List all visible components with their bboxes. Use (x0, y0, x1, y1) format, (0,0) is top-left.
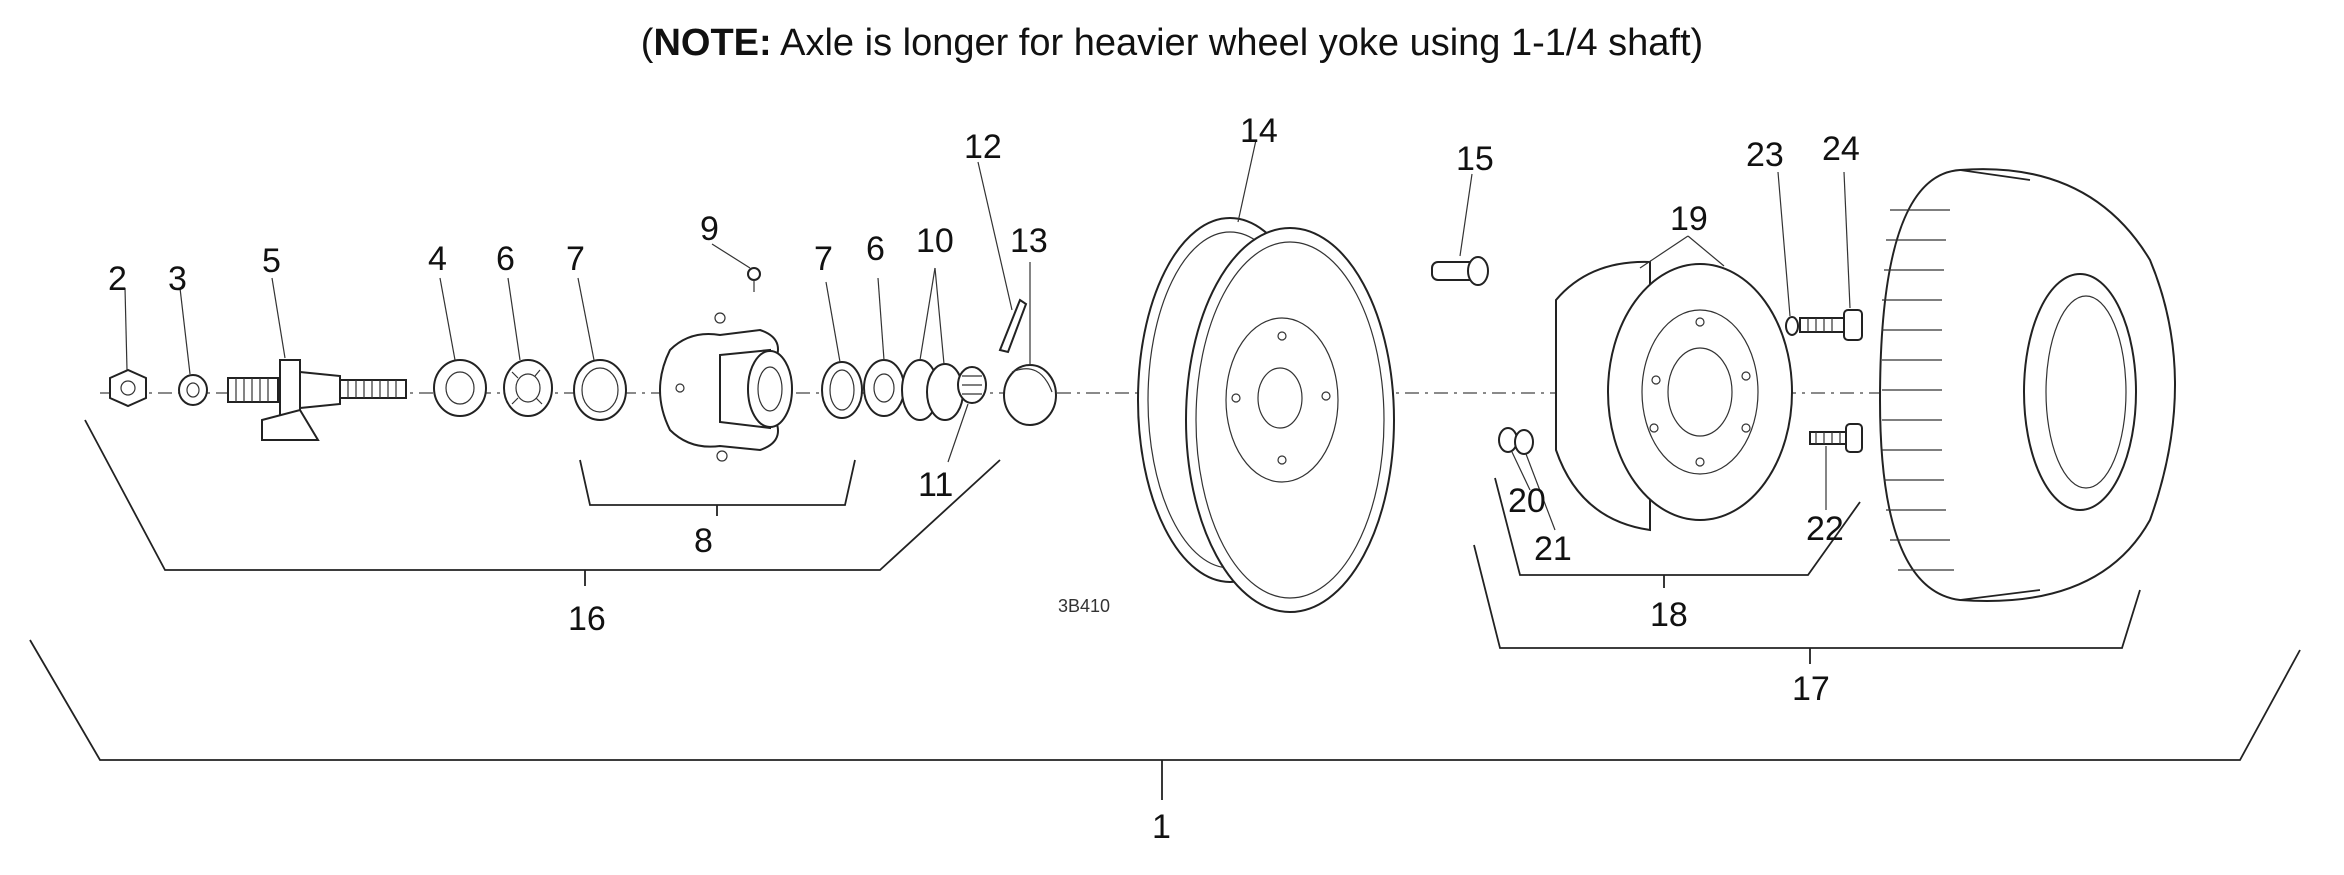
part-spindle (227, 359, 407, 441)
callout-11: 11 (918, 466, 953, 504)
part-grease-fitting (747, 267, 761, 292)
callout-1: 1 (1152, 808, 1171, 846)
bracket-16 (84, 419, 1001, 571)
callout-21: 21 (1534, 530, 1572, 568)
callout-5: 5 (262, 242, 281, 280)
callout-14: 14 (1240, 112, 1278, 150)
part-bearing-cone-inner (503, 359, 553, 417)
callout-18: 18 (1650, 596, 1688, 634)
callout-16: 16 (568, 600, 606, 638)
part-nut (109, 368, 147, 408)
part-washer (178, 374, 208, 406)
callout-23: 23 (1746, 136, 1784, 174)
callout-12: 12 (964, 128, 1002, 166)
bracket-17 (1473, 544, 2141, 649)
part-seal (433, 359, 487, 417)
callout-17: 17 (1792, 670, 1830, 708)
part-castle-nut (957, 366, 987, 404)
part-tire (1878, 168, 2176, 602)
callout-19: 19 (1670, 200, 1708, 238)
callout-4: 4 (428, 240, 447, 278)
part-rim-assembly (1555, 260, 1793, 532)
note-heading: (NOTE: Axle is longer for heavier wheel … (640, 22, 1704, 64)
callout-22: 22 (1806, 510, 1844, 548)
part-lock-nut (1498, 427, 1534, 455)
callout-7-inner: 7 (566, 240, 585, 278)
callout-10: 10 (916, 222, 954, 260)
part-bolt-upper (1785, 309, 1863, 341)
part-bolt-lower (1809, 423, 1863, 453)
part-bearing-cup-outer (821, 361, 863, 419)
note-text: Axle is longer for heavier wheel yoke us… (780, 22, 1691, 64)
bracket-8 (579, 459, 856, 506)
callout-9: 9 (700, 210, 719, 248)
part-dust-cap (1003, 364, 1057, 426)
callout-8: 8 (694, 522, 713, 560)
callout-2: 2 (108, 260, 127, 298)
callout-6-outer: 6 (866, 230, 885, 268)
callout-3: 3 (168, 260, 187, 298)
part-bearing-cup-inner (573, 359, 627, 421)
part-bearing-cone-outer (863, 359, 905, 417)
bracket-1 (29, 639, 2301, 761)
drawing-code: 3B410 (1058, 596, 1110, 616)
part-valve-stem (1431, 256, 1489, 286)
callout-6-inner: 6 (496, 240, 515, 278)
note-label: NOTE: (653, 22, 772, 64)
part-cotter-pin (998, 298, 1028, 354)
callout-20: 20 (1508, 482, 1546, 520)
part-spacer-washers (901, 359, 964, 421)
callout-15: 15 (1456, 140, 1494, 178)
part-hub (659, 312, 793, 462)
part-rim (1137, 217, 1395, 613)
callout-24: 24 (1822, 130, 1860, 168)
callout-7-outer: 7 (814, 240, 833, 278)
callout-13: 13 (1010, 222, 1048, 260)
leader-lines (124, 139, 1851, 531)
